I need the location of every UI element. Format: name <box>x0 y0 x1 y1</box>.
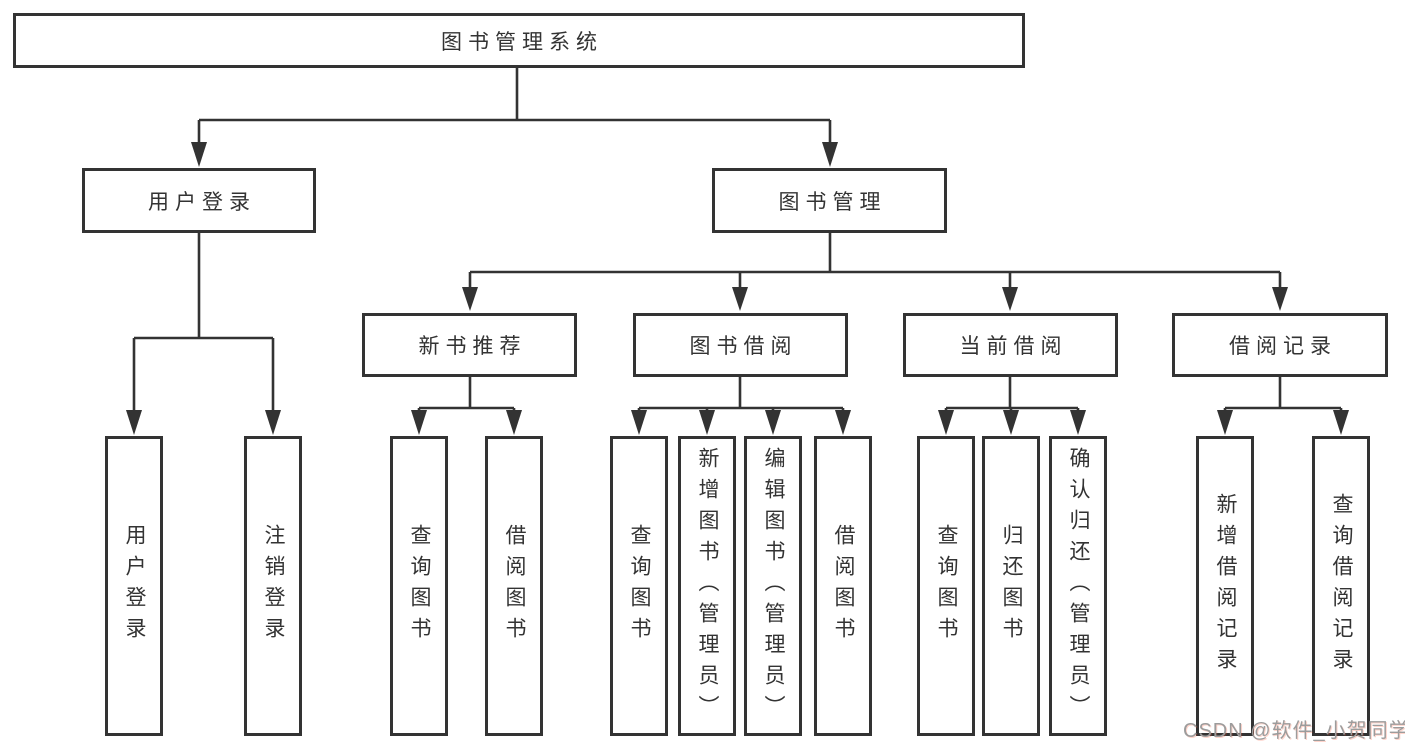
node-logout-leaf: 注销登录 <box>244 436 302 736</box>
node-borrow-records: 借阅记录 <box>1172 313 1388 377</box>
connector-book-mgmt-children <box>462 233 1288 311</box>
node-add-borrow-record: 新增借阅记录 <box>1196 436 1254 736</box>
connector-records-children <box>1217 377 1349 435</box>
node-book-management: 图书管理 <box>712 168 947 233</box>
node-library-management-system: 图书管理系统 <box>13 13 1025 68</box>
node-borrow-book-leaf: 借阅图书 <box>814 436 872 736</box>
node-new-book-recommend: 新书推荐 <box>362 313 577 377</box>
node-recommend-borrow-books: 借阅图书 <box>485 436 543 736</box>
node-confirm-return-admin: 确认归还（管理员） <box>1049 436 1107 736</box>
node-borrow-query-books: 查询图书 <box>610 436 668 736</box>
connector-current-borrow-children <box>938 377 1086 435</box>
connector-recommend-children <box>411 377 522 435</box>
node-user-login: 用户登录 <box>82 168 316 233</box>
node-edit-book-admin: 编辑图书（管理员） <box>744 436 802 736</box>
node-recommend-query-books: 查询图书 <box>390 436 448 736</box>
node-return-book: 归还图书 <box>982 436 1040 736</box>
node-current-query-books: 查询图书 <box>917 436 975 736</box>
connector-user-login-children <box>126 233 281 435</box>
node-book-borrow: 图书借阅 <box>633 313 848 377</box>
csdn-watermark: CSDN @软件_小贺同学 <box>1183 720 1405 742</box>
connector-root-to-level2 <box>191 68 838 167</box>
connector-borrow-children <box>631 377 851 435</box>
node-query-borrow-record: 查询借阅记录 <box>1312 436 1370 736</box>
node-add-book-admin: 新增图书（管理员） <box>678 436 736 736</box>
node-current-borrow: 当前借阅 <box>903 313 1118 377</box>
node-user-login-leaf: 用户登录 <box>105 436 163 736</box>
